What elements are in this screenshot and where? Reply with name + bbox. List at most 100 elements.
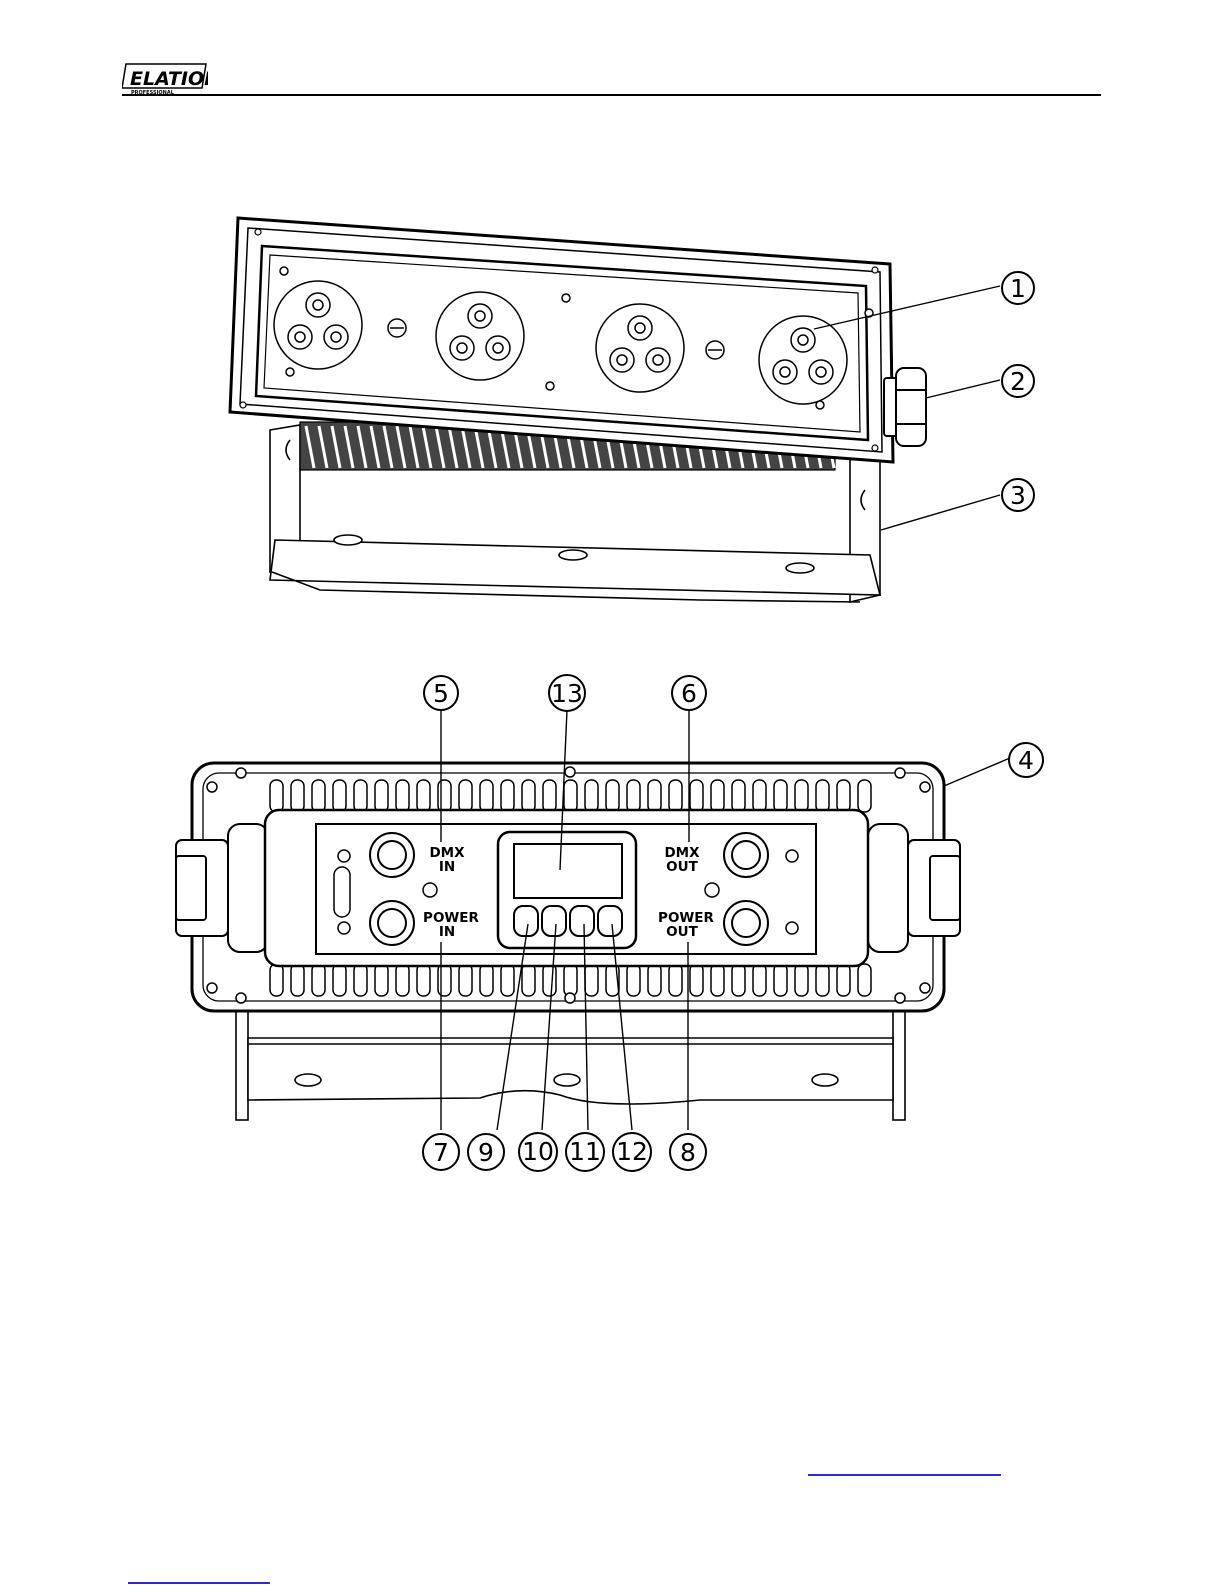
front-view-drawing: 1 2 3 (0, 200, 1225, 630)
led-emitter-core (653, 355, 663, 365)
callout-12: 12 (613, 1133, 651, 1171)
callout-2-number: 2 (1010, 367, 1026, 396)
logo-text: ELATION (130, 68, 208, 90)
rear-fin-bottom (564, 964, 577, 996)
rear-view-drawing: DMX IN POWER IN DMX OUT POWER OUT 5 (0, 660, 1225, 1200)
callout-7: 7 (423, 1134, 459, 1170)
rear-fin-bottom (816, 964, 829, 996)
callout-5-number: 5 (433, 679, 449, 708)
rear-fin-top (774, 780, 787, 812)
rear-fin-bottom (774, 964, 787, 996)
rear-view-figure: DMX IN POWER IN DMX OUT POWER OUT 5 (0, 660, 1225, 1200)
callout-9: 9 (468, 1134, 504, 1170)
rear-fin-bottom (438, 964, 451, 996)
led-emitter-core (798, 335, 808, 345)
callout-3: 3 (1002, 479, 1034, 511)
rear-fin-top (669, 780, 682, 812)
rear-fin-top (858, 780, 871, 812)
page-header: ELATION PROFESSIONAL (0, 0, 1225, 100)
rear-fin-bottom (270, 964, 283, 996)
side-connector (884, 368, 926, 446)
rear-fin-top (753, 780, 766, 812)
rear-fin-top (837, 780, 850, 812)
rear-fin-bottom (543, 964, 556, 996)
rear-fin-top (501, 780, 514, 812)
dmx-in-connector (370, 833, 414, 877)
led-emitter-core (617, 355, 627, 365)
led-emitter-core (457, 343, 467, 353)
rear-fin-top (438, 780, 451, 812)
front-small-screw (546, 382, 554, 390)
front-small-screw (816, 401, 824, 409)
dmx-in-label-line2: IN (439, 859, 455, 875)
power-in-connector (370, 901, 414, 945)
front-small-screw (280, 267, 288, 275)
footer-web-link[interactable] (808, 1474, 1001, 1476)
rear-fin-bottom (648, 964, 661, 996)
rear-fin-bottom (375, 964, 388, 996)
rear-fin-bottom (795, 964, 808, 996)
callout-6-number: 6 (681, 679, 697, 708)
front-view-figure: 1 2 3 (0, 200, 1225, 630)
led-emitter-core (295, 332, 305, 342)
rear-fin-top (312, 780, 325, 812)
callout-4-number: 4 (1018, 746, 1034, 775)
rear-fin-top (522, 780, 535, 812)
dmx-out-label: DMX OUT (664, 845, 700, 875)
rear-fin-bottom (711, 964, 724, 996)
callout-9-number: 9 (478, 1138, 494, 1167)
rear-fin-bottom (690, 964, 703, 996)
rear-fin-top (606, 780, 619, 812)
rear-fin-top (564, 780, 577, 812)
rear-fin-bottom (522, 964, 535, 996)
front-small-screw (286, 368, 294, 376)
rear-fin-top (543, 780, 556, 812)
rear-fin-bottom (501, 964, 514, 996)
rear-fin-bottom (354, 964, 367, 996)
callout-13: 13 (549, 675, 585, 711)
led-emitter-core (493, 343, 503, 353)
rear-fin-top (816, 780, 829, 812)
callout-5: 5 (424, 676, 458, 710)
rear-fin-bottom (753, 964, 766, 996)
led-emitter-core (780, 367, 790, 377)
rear-fin-top (648, 780, 661, 812)
callout-6: 6 (672, 676, 706, 710)
rear-fin-top (711, 780, 724, 812)
rear-fin-top (396, 780, 409, 812)
rear-fin-top (417, 780, 430, 812)
header-rule (122, 94, 1101, 96)
callout-11-number: 11 (569, 1137, 601, 1166)
rear-fin-bottom (837, 964, 850, 996)
front-small-screw (562, 294, 570, 302)
rear-fin-top (291, 780, 304, 812)
led-emitter-core (475, 311, 485, 321)
rear-fin-bottom (396, 964, 409, 996)
dmx-out-label-line2: OUT (666, 859, 698, 875)
callout-3-number: 3 (1010, 481, 1026, 510)
rear-fin-top (627, 780, 640, 812)
rear-fin-bottom (480, 964, 493, 996)
callout-7-number: 7 (433, 1138, 449, 1167)
rear-fin-top (690, 780, 703, 812)
led-emitter-core (331, 332, 341, 342)
rear-fin-top (270, 780, 283, 812)
rear-fin-bottom (417, 964, 430, 996)
rear-fin-bottom (333, 964, 346, 996)
power-out-connector (724, 901, 768, 945)
rear-fin-top (480, 780, 493, 812)
callout-2: 2 (1002, 365, 1034, 397)
rear-fin-top (354, 780, 367, 812)
rear-fin-bottom (858, 964, 871, 996)
callout-8-number: 8 (680, 1138, 696, 1167)
callout-12-number: 12 (616, 1137, 648, 1166)
dmx-out-connector (724, 833, 768, 877)
rear-fin-bottom (669, 964, 682, 996)
callout-10: 10 (519, 1133, 557, 1171)
rear-fin-bottom (291, 964, 304, 996)
rear-fin-bottom (312, 964, 325, 996)
callout-4: 4 (1009, 743, 1043, 777)
callout-1: 1 (1002, 272, 1034, 304)
rear-fin-bottom (585, 964, 598, 996)
footer-email-link[interactable] (128, 1582, 270, 1584)
